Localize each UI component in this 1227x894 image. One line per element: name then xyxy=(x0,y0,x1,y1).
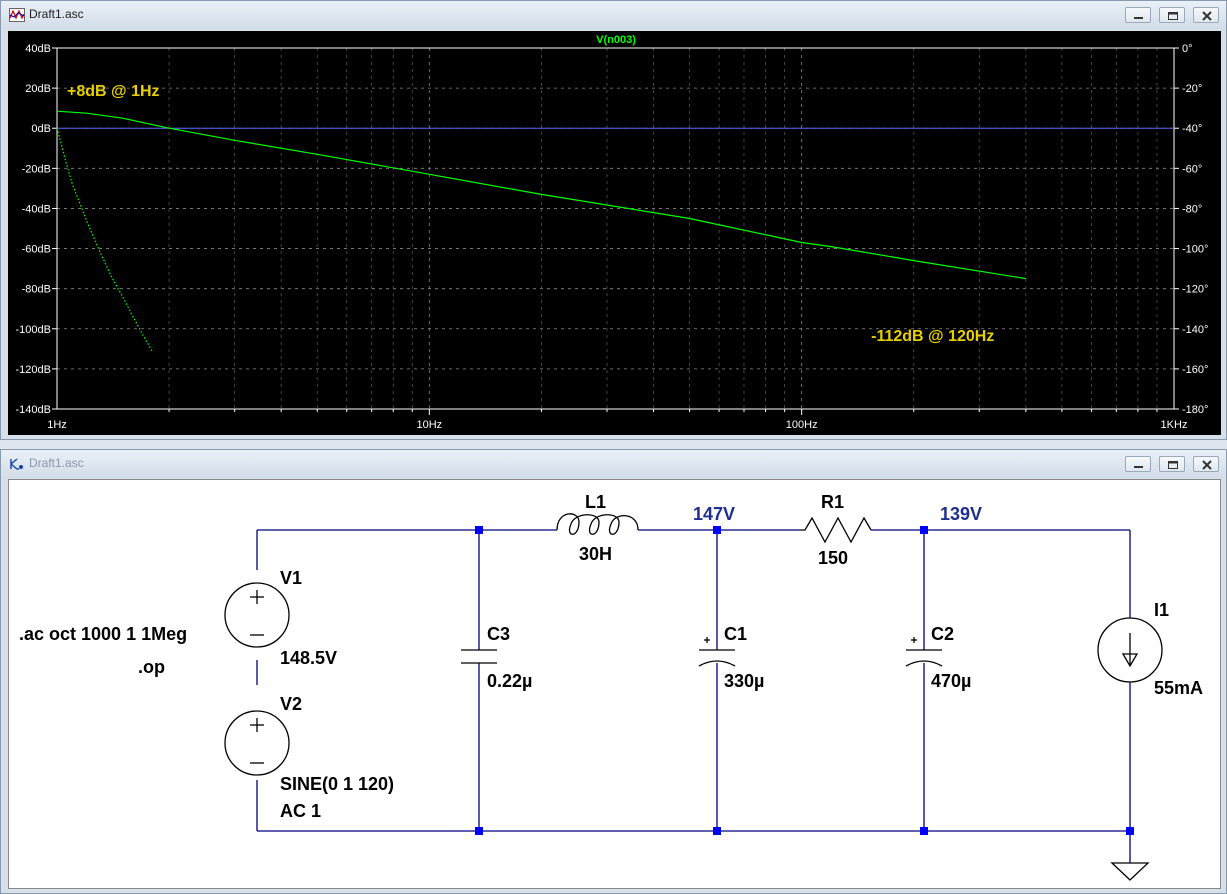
schematic-window: Draft1.asc xyxy=(0,449,1227,894)
c2-name[interactable]: C2 xyxy=(931,624,954,644)
annotation-high: -112dB @ 120Hz xyxy=(871,328,994,345)
v2-ac-value[interactable]: AC 1 xyxy=(280,801,321,821)
y-tick-label: -80dB xyxy=(22,284,51,296)
grid xyxy=(57,48,1174,409)
minimize-button-2[interactable] xyxy=(1125,456,1151,472)
minimize-icon xyxy=(1134,466,1143,468)
y-tick-label: -40dB xyxy=(22,203,51,215)
y2-tick-label: -80° xyxy=(1182,203,1202,215)
schematic-app-icon xyxy=(10,458,23,470)
waveform-window: Draft1.asc 40dB 0° 20dB -20° 0dB -40° -20dB -60… xyxy=(0,0,1227,440)
l1-value[interactable]: 30H xyxy=(579,544,612,564)
node-voltage-label: 139V xyxy=(940,504,982,524)
inductor-l1-symbol[interactable] xyxy=(556,513,639,535)
annotation-low: +8dB @ 1Hz xyxy=(67,83,160,100)
op-directive[interactable]: .op xyxy=(138,657,165,677)
junction xyxy=(475,827,483,835)
close-icon xyxy=(1202,460,1212,470)
restore-button[interactable] xyxy=(1159,7,1185,23)
waveform-app-icon xyxy=(9,8,25,22)
close-button-2[interactable] xyxy=(1193,456,1219,472)
y2-tick-label: -140° xyxy=(1182,324,1208,336)
capacitor-c2-symbol[interactable] xyxy=(905,637,943,667)
voltage-source-v1-symbol[interactable] xyxy=(224,582,290,648)
y-tick-label: -60dB xyxy=(22,244,51,256)
y-tick-label: -140dB xyxy=(16,404,51,416)
i1-value[interactable]: 55mA xyxy=(1154,678,1203,698)
x-tick-label: 10Hz xyxy=(416,419,442,431)
ac-directive[interactable]: .ac oct 1000 1 1Meg xyxy=(19,624,187,644)
minimize-icon xyxy=(1134,17,1143,19)
c3-value[interactable]: 0.22µ xyxy=(487,671,532,691)
y2-tick-label: 0° xyxy=(1182,43,1193,55)
node-voltage-label: 147V xyxy=(693,504,735,524)
r1-value[interactable]: 150 xyxy=(818,548,848,568)
v2-value[interactable]: SINE(0 1 120) xyxy=(280,774,394,794)
y-tick-label: 0dB xyxy=(31,123,51,135)
junction xyxy=(713,526,721,534)
y-tick-label: 40dB xyxy=(25,43,51,55)
bode-plot[interactable]: 40dB 0° 20dB -20° 0dB -40° -20dB -60° -40dB -80° -… xyxy=(8,31,1221,435)
schematic-window-title: Draft1.asc xyxy=(29,456,84,470)
c1-value[interactable]: 330µ xyxy=(724,671,764,691)
resistor-r1-symbol[interactable] xyxy=(799,516,872,544)
v1-name[interactable]: V1 xyxy=(280,568,302,588)
c2-value[interactable]: 470µ xyxy=(931,671,971,691)
i1-name[interactable]: I1 xyxy=(1154,600,1169,620)
phase-trace[interactable] xyxy=(56,128,153,352)
junction xyxy=(713,827,721,835)
y2-tick-label: -60° xyxy=(1182,163,1202,175)
restore-icon xyxy=(1168,461,1178,469)
close-button[interactable] xyxy=(1193,7,1219,23)
x-tick-label: 100Hz xyxy=(786,419,818,431)
y2-tick-label: -20° xyxy=(1182,83,1202,95)
y-tick-label: -20dB xyxy=(22,163,51,175)
voltage-source-v2-symbol[interactable] xyxy=(224,710,290,776)
y2-tick-label: -100° xyxy=(1182,244,1208,256)
y-tick-label: -100dB xyxy=(16,324,51,336)
schematic-canvas[interactable]: .ac oct 1000 1 1Meg .op V1 148.5V V2 SIN… xyxy=(8,479,1221,889)
c3-name[interactable]: C3 xyxy=(487,624,510,644)
restore-button-2[interactable] xyxy=(1159,456,1185,472)
c1-name[interactable]: C1 xyxy=(724,624,747,644)
junctions xyxy=(475,526,1134,835)
plot-frame xyxy=(56,47,1175,410)
y2-tick-label: -40° xyxy=(1182,123,1202,135)
plot-window-title: Draft1.asc xyxy=(29,7,84,21)
tick-labels: 40dB 0° 20dB -20° 0dB -40° -20dB -60° -40dB -80° -… xyxy=(16,43,1209,431)
magnitude-trace[interactable] xyxy=(56,110,1026,280)
junction xyxy=(1126,827,1134,835)
r1-name[interactable]: R1 xyxy=(821,492,844,512)
junction xyxy=(920,827,928,835)
trace-label[interactable]: V(n003) xyxy=(596,34,636,46)
restore-icon xyxy=(1168,12,1178,20)
y-tick-label: -120dB xyxy=(16,364,51,376)
current-source-i1-symbol[interactable] xyxy=(1097,617,1163,683)
x-tick-label: 1Hz xyxy=(47,419,67,431)
v2-name[interactable]: V2 xyxy=(280,694,302,714)
close-icon xyxy=(1202,11,1212,21)
y2-tick-label: -160° xyxy=(1182,364,1208,376)
l1-name[interactable]: L1 xyxy=(585,492,606,512)
schematic-titlebar[interactable]: Draft1.asc xyxy=(1,450,1226,478)
minimize-button[interactable] xyxy=(1125,7,1151,23)
ground-symbol[interactable] xyxy=(1110,862,1150,881)
schematic-drawing[interactable]: .ac oct 1000 1 1Meg .op V1 148.5V V2 SIN… xyxy=(9,480,1220,888)
capacitor-c3-symbol[interactable] xyxy=(461,649,497,664)
tick-marks xyxy=(52,47,1179,415)
y2-tick-label: -120° xyxy=(1182,284,1208,296)
plot-titlebar[interactable]: Draft1.asc xyxy=(1,1,1226,29)
junction xyxy=(475,526,483,534)
v1-value[interactable]: 148.5V xyxy=(280,648,337,668)
y2-tick-label: -180° xyxy=(1182,404,1208,416)
capacitor-c1-symbol[interactable] xyxy=(698,637,736,667)
junction xyxy=(920,526,928,534)
plot-area[interactable]: 40dB 0° 20dB -20° 0dB -40° -20dB -60° -40dB -80° -… xyxy=(8,31,1221,435)
y-tick-label: 20dB xyxy=(25,83,51,95)
wires xyxy=(256,529,1131,863)
x-tick-label: 1KHz xyxy=(1161,419,1188,431)
